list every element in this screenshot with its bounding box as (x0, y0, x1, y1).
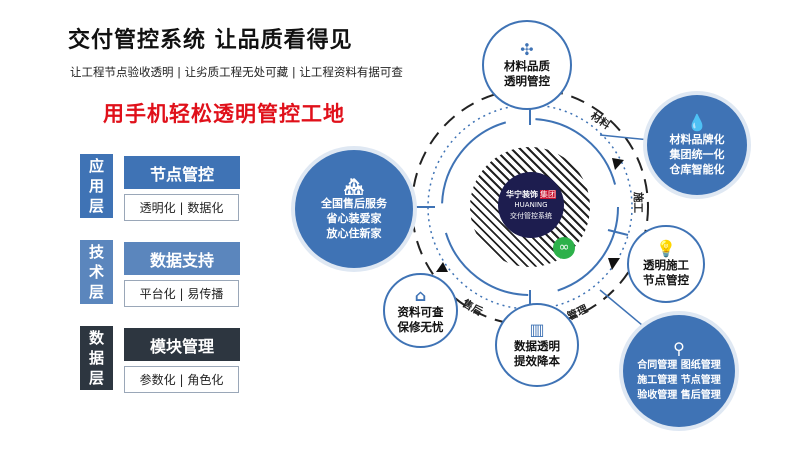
layer-sub-application: 透明化 | 数据化 (124, 194, 239, 221)
layer-main-application: 节点管控 (124, 156, 240, 189)
water-drop-icon: 💧 (687, 112, 707, 132)
node-records: ⌂资料可查保修无忧 (383, 273, 458, 348)
lightbulb-icon: 💡 (656, 239, 676, 258)
node-service: 🏘全国售后服务省心装爱家放心住新家 (295, 150, 413, 268)
page-title: 交付管控系统 让品质看得见 (68, 28, 353, 53)
slogan: 用手机轻松透明管控工地 (103, 102, 345, 126)
node-material-quality: ✣材料品质透明管控 (482, 20, 572, 110)
mini-program-icon: ∞ (553, 237, 575, 259)
wind-turbine-icon: ✣ (520, 40, 534, 59)
subtitle: 让工程节点验收透明 | 让劣质工程无处可藏 | 让工程资料有据可查 (70, 65, 403, 79)
city-icon: 🏘 (343, 176, 365, 196)
node-construction: 💡透明施工节点管控 (627, 225, 705, 303)
node-management: ⚲合同管理 图纸管理施工管理 节点管理验收管理 售后管理 (623, 315, 735, 427)
layer-sub-technology: 平台化 | 易传播 (124, 280, 239, 307)
search-icon: ⚲ (673, 338, 685, 358)
house-icon: ⌂ (414, 285, 427, 305)
node-material-brand: 💧材料品牌化集团统一化仓库智能化 (647, 95, 747, 195)
layer-tag-data: 数据层 (80, 326, 113, 390)
layer-sub-data: 参数化 | 角色化 (124, 366, 239, 393)
layer-main-technology: 数据支持 (124, 242, 240, 275)
arc-label-construction: 施工 (632, 192, 644, 213)
layer-main-data: 模块管理 (124, 328, 240, 361)
layer-tag-technology: 技术层 (80, 240, 113, 304)
brand-logo: 华宁装饰集团 HUANING 交付管控系统 (498, 172, 564, 238)
node-data: ▥数据透明提效降本 (495, 303, 579, 387)
layer-tag-application: 应用层 (80, 154, 113, 218)
building-icon: ▥ (529, 320, 545, 339)
